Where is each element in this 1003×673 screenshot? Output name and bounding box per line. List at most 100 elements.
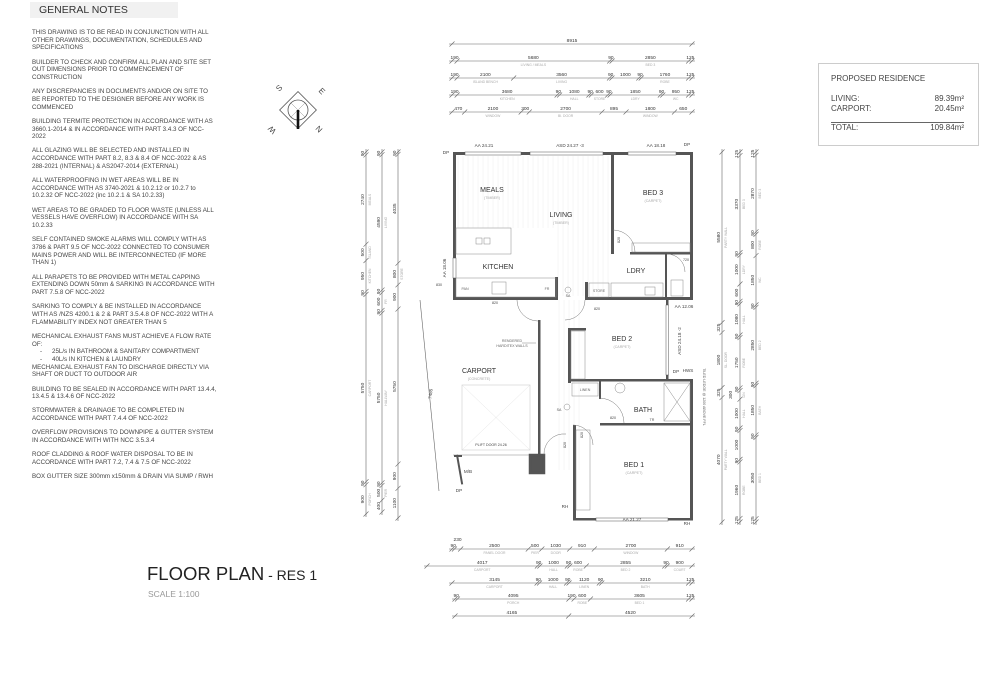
dimension-value: 1750: [734, 357, 740, 368]
room-bed2: BED 2: [612, 336, 632, 343]
room-ldry: LDRY: [627, 268, 646, 275]
dimension-value: 4165: [506, 610, 517, 616]
dimension-tick: [689, 563, 695, 569]
note-text: BOX GUTTER SIZE 300mm x150mm & DRAIN VIA…: [32, 473, 213, 481]
dimension-value: 3680: [502, 89, 513, 95]
dimension-tick: [566, 580, 572, 586]
dimension-value: 90: [659, 89, 665, 95]
window-tag: ASD 24.27 -3: [556, 143, 584, 148]
compass-letter-n: N: [314, 124, 325, 135]
dimension-value: 90: [376, 288, 382, 294]
dimension-tick: [689, 109, 695, 115]
dimension-label: PIER: [384, 488, 388, 496]
general-note: SELF CONTAINED SMOKE ALARMS WILL COMPLY …: [32, 236, 217, 267]
dimension-label: COURT: [674, 568, 686, 572]
dimension-label: CARPORT: [368, 380, 372, 397]
dimension-tick: [363, 152, 369, 158]
dimension-tick: [526, 109, 532, 115]
dimension-value: 1080: [734, 314, 740, 325]
towel-rail-label: TR: [650, 418, 655, 422]
dimension-label: PORCH: [368, 493, 372, 506]
general-note: THIS DRAWING IS TO BE READ IN CONJUNCTIO…: [32, 29, 217, 52]
dimension-tick: [689, 596, 695, 602]
room-living: LIVING: [550, 212, 573, 219]
dimension-tick: [363, 291, 369, 298]
dimension-value: 90: [734, 386, 740, 392]
dimension-tick: [449, 75, 455, 81]
dimension-value: 90: [454, 593, 460, 599]
compass-letter-w: W: [266, 124, 278, 136]
dimension-label: PORCH: [507, 601, 520, 605]
dimension-label: PARTY WALL: [724, 227, 728, 248]
door-width: 820: [610, 416, 616, 420]
dimension-tick: [753, 515, 759, 522]
general-notes-title: GENERAL NOTES: [39, 4, 128, 16]
dimension-value: 190: [451, 89, 459, 95]
dimension-label: PARTY WALL: [724, 449, 728, 470]
car-outline: [461, 384, 531, 451]
dimension-value: 3560: [556, 72, 567, 78]
sink-icon: [475, 237, 483, 245]
dimension-value: 2100: [488, 106, 499, 112]
dimension-tick: [753, 380, 759, 386]
dimension-value: 90: [376, 309, 382, 315]
room-linen: LINEN: [580, 388, 591, 392]
dimension-tick: [671, 109, 678, 115]
room-bed3-finish: (CARPET): [645, 199, 662, 203]
room-living-finish: (TIMBER): [553, 221, 569, 225]
area-row-living: LIVING: 89.39m²: [831, 94, 964, 103]
dimension-tick: [454, 58, 460, 64]
timber-floor-hatch: [457, 156, 609, 470]
window-tag: AA 24.21: [475, 143, 494, 148]
dimension-label: KITCHEN: [500, 97, 515, 101]
cooktop-icon: [491, 281, 507, 295]
dimension-tick: [395, 149, 401, 155]
compass-letter-e: E: [317, 86, 327, 96]
dimension-value: 3145: [489, 577, 500, 583]
dimension-tick: [737, 332, 743, 338]
door-width: 820: [563, 442, 567, 448]
dimension-value: 1850: [750, 275, 756, 286]
dimension-tick: [518, 109, 524, 115]
note-text: ROOF CLADDING & ROOF WATER DISPOSAL TO B…: [32, 451, 193, 466]
dimension-value: 600: [376, 297, 382, 305]
dimension-value: 3050: [750, 472, 756, 483]
dimension-label: KITCHEN: [368, 268, 372, 283]
dimension-tick: [449, 58, 455, 64]
dimension-value: 2855: [620, 560, 631, 566]
shower-icon: [663, 382, 691, 422]
dimension-label: LDRY: [742, 264, 746, 274]
dimension-value: 2740: [360, 194, 366, 205]
dimension-tick: [737, 425, 743, 431]
dimension-value: 230: [454, 537, 462, 543]
dimension-value: 3605: [634, 593, 645, 599]
smoke-alarm-label: SA: [566, 294, 571, 298]
window-tag: AA 12.06: [675, 304, 694, 309]
dimension-tick: [583, 563, 590, 569]
dimension-value: 650: [679, 106, 687, 112]
robe-bed3: [631, 242, 691, 253]
note-text: OVERFLOW PROVISIONS TO DOWNPIPE & GUTTER…: [32, 429, 214, 445]
dimension-tick: [556, 92, 563, 98]
dimension-value: 900: [360, 495, 366, 503]
general-notes-header: GENERAL NOTES: [30, 2, 178, 18]
dimension-value: 1850: [750, 405, 756, 416]
note-text: SARKING TO COMPLY & BE INSTALLED IN ACCO…: [32, 303, 213, 326]
dimension-value: 90: [536, 560, 542, 566]
dimension-tick: [599, 580, 605, 586]
smoke-alarm-icon: [563, 403, 571, 411]
door-width: 820: [492, 301, 498, 305]
dimension-tick: [604, 92, 611, 98]
room-kitchen: KITCHEN: [483, 264, 514, 271]
general-note: SARKING TO COMPLY & BE INSTALLED IN ACCO…: [32, 303, 217, 326]
dimension-label: BED 2: [758, 340, 762, 350]
dimension-label: ISLAND: [368, 246, 372, 259]
dimension-value: 1800: [716, 354, 722, 365]
drawing-scale: SCALE 1:100: [148, 589, 200, 599]
dimension-tick: [363, 511, 369, 517]
dimension-label: CARPORT: [486, 585, 503, 589]
dimension-value: 4070: [716, 454, 722, 465]
dimension-value: 90: [598, 577, 604, 583]
dimension-value: 500: [376, 488, 382, 496]
dimension-label: HALL: [549, 568, 558, 572]
